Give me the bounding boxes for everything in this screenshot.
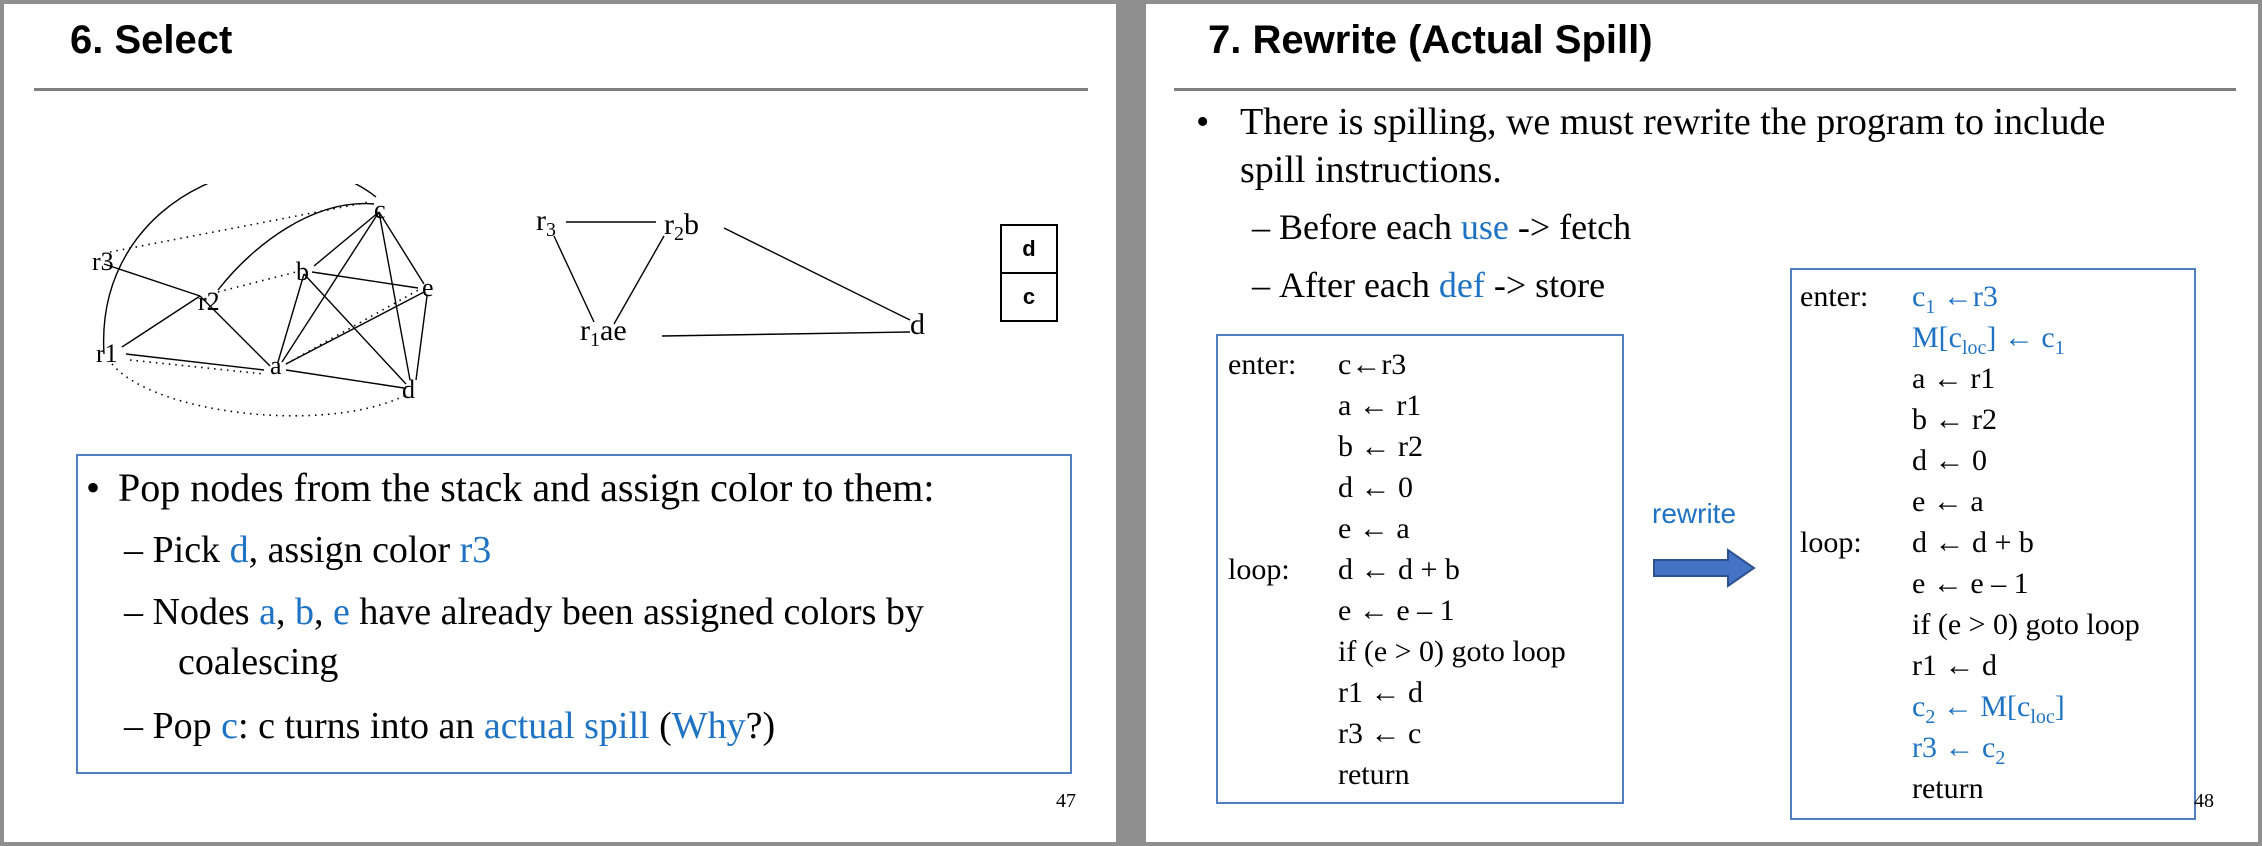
edge-b-e bbox=[311, 271, 419, 289]
node-b: b bbox=[296, 257, 309, 286]
edge-r3-r2 bbox=[103, 263, 201, 297]
slide-48: 7. Rewrite (Actual Spill) • There is spi… bbox=[1146, 4, 2258, 842]
interference-graph: c r3 b e r2 a r1 d bbox=[92, 184, 434, 417]
code-line: e ← e – 1 bbox=[1338, 594, 1455, 627]
label-loop: loop: bbox=[1800, 526, 1862, 559]
slide-47: 6. Select c bbox=[4, 4, 1116, 842]
code-line: a ← r1 bbox=[1338, 389, 1422, 422]
code-line: r1 ← d bbox=[1912, 649, 1997, 682]
select-bullet-box: • Pop nodes from the stack and assign co… bbox=[76, 454, 1072, 774]
code-line: a ← r1 bbox=[1912, 362, 1996, 395]
edge-r2-a bbox=[199, 295, 271, 367]
edge-c-r1-curve bbox=[103, 184, 377, 355]
node-ref-d: d bbox=[229, 529, 249, 571]
node-r1: r1 bbox=[96, 339, 118, 368]
edge-a-d bbox=[285, 369, 405, 389]
move-r3-c bbox=[109, 201, 370, 253]
sub-bullet-pick: – Pick d, assign color r3 bbox=[124, 529, 492, 571]
code-line: d ← 0 bbox=[1912, 444, 1987, 477]
slide-title: 6. Select bbox=[70, 18, 233, 62]
node-r2b: r2b bbox=[664, 208, 699, 245]
select-stack: d c bbox=[1000, 224, 1058, 322]
node-a: a bbox=[270, 351, 282, 380]
label-enter: enter: bbox=[1228, 348, 1297, 381]
original-code-box bbox=[1216, 334, 1624, 804]
code-line: d ← d + b bbox=[1912, 526, 2034, 559]
code-line: if (e > 0) goto loop bbox=[1338, 635, 1566, 668]
bullet-main-line1: There is spilling, we must rewrite the p… bbox=[1240, 101, 2106, 143]
code-line: return bbox=[1912, 772, 1984, 805]
code-line: r3 ← c bbox=[1338, 717, 1422, 750]
edge-r2b-d bbox=[723, 227, 911, 321]
rewrite-label: rewrite bbox=[1652, 498, 1737, 529]
node-r3: r3 bbox=[92, 247, 114, 276]
spill-load-line1: c2 ← M[cloc] bbox=[1912, 690, 2065, 728]
node-e: e bbox=[422, 273, 434, 302]
move-r2-b bbox=[217, 271, 297, 293]
code-line: c←r3 bbox=[1338, 348, 1407, 381]
label-loop: loop: bbox=[1228, 553, 1290, 586]
code-line: e ← a bbox=[1912, 485, 1984, 518]
code-line: b ← r2 bbox=[1338, 430, 1423, 463]
code-line: d ← 0 bbox=[1338, 471, 1413, 504]
code-line: if (e > 0) goto loop bbox=[1912, 608, 2140, 641]
sub-bullet-pop: – Pop c: c turns into an actual spill (W… bbox=[124, 705, 776, 747]
node-r2: r2 bbox=[198, 287, 220, 316]
edge-e-a bbox=[285, 291, 425, 365]
edge-c-e bbox=[378, 211, 425, 285]
slide-title: 7. Rewrite (Actual Spill) bbox=[1208, 18, 1653, 62]
stack-entry: c bbox=[1002, 272, 1056, 320]
spill-store-line1: c1 ←r3 bbox=[1912, 280, 1998, 318]
edge-r2b-r1ae bbox=[613, 235, 665, 325]
node-r3: r3 bbox=[536, 204, 556, 241]
title-divider bbox=[1174, 88, 2236, 91]
bullet-main-line2: spill instructions. bbox=[1240, 149, 1502, 191]
color-ref-r3: r3 bbox=[459, 529, 492, 571]
actual-spill-text: actual spill bbox=[483, 705, 650, 747]
sub-bullet-def: – After each def -> store bbox=[1252, 265, 1606, 305]
bullet-dot: • bbox=[1196, 101, 1210, 143]
page-number: 48 bbox=[2194, 790, 2214, 812]
use-highlight: use bbox=[1460, 207, 1509, 247]
sub-bullet-use: – Before each use -> fetch bbox=[1252, 207, 1632, 247]
code-line: e ← e – 1 bbox=[1912, 567, 2029, 600]
edge-b-a bbox=[277, 273, 305, 363]
sub-bullet-nodes: – Nodes a, b, e have already been assign… bbox=[124, 591, 924, 633]
edge-e-d bbox=[415, 295, 428, 381]
edge-b-d bbox=[303, 273, 407, 385]
code-line: e ← a bbox=[1338, 512, 1410, 545]
code-line: b ← r2 bbox=[1912, 403, 1997, 436]
edge-r1ae-d bbox=[661, 331, 911, 337]
page-number: 47 bbox=[1056, 790, 1076, 812]
rewritten-code-box bbox=[1790, 268, 2196, 820]
code-line: d ← d + b bbox=[1338, 553, 1460, 586]
edge-r1-a bbox=[125, 353, 265, 371]
stack-entry: d bbox=[1022, 236, 1036, 261]
edge-c-d bbox=[378, 211, 411, 381]
label-enter: enter: bbox=[1800, 280, 1869, 313]
title-divider bbox=[34, 88, 1088, 91]
node-d: d bbox=[402, 375, 415, 404]
node-c: c bbox=[374, 195, 386, 224]
code-line: return bbox=[1338, 758, 1410, 791]
edge-r3-r1ae bbox=[553, 235, 595, 323]
coalesced-graph: r3 r2b r1ae d bbox=[536, 204, 925, 351]
bullet-main: Pop nodes from the stack and assign colo… bbox=[118, 465, 935, 510]
move-r1-d bbox=[111, 363, 405, 417]
rewrite-arrow-icon bbox=[1653, 548, 1756, 588]
spill-load-line2: r3 ← c2 bbox=[1912, 731, 2006, 769]
bullet-dot: • bbox=[86, 465, 101, 510]
node-d: d bbox=[910, 308, 925, 341]
edge-c-b bbox=[313, 211, 380, 267]
node-r1ae: r1ae bbox=[580, 314, 627, 351]
edge-c-a bbox=[281, 211, 380, 363]
edge-r2-r1 bbox=[121, 295, 201, 348]
spill-store-line2: M[cloc] ← c1 bbox=[1912, 321, 2065, 359]
code-line: r1 ← d bbox=[1338, 676, 1423, 709]
sub-bullet-nodes-line2: coalescing bbox=[178, 641, 339, 683]
def-highlight: def bbox=[1438, 265, 1485, 305]
